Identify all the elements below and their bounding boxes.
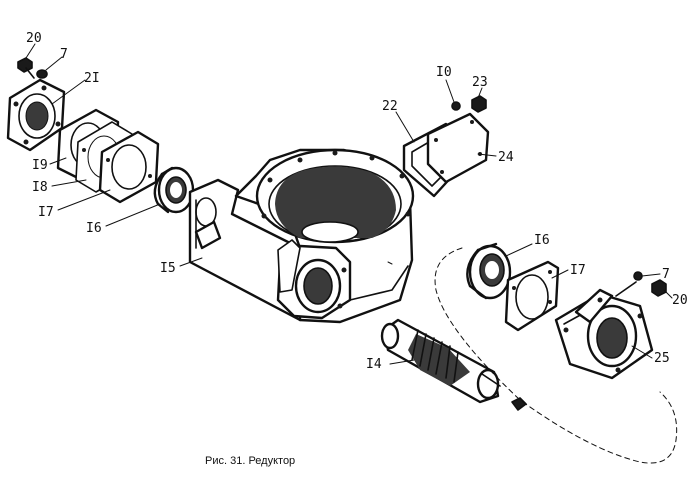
label-17-left: I7 <box>38 205 54 220</box>
part-24-cover-plate <box>426 112 490 184</box>
label-25: 25 <box>654 351 670 366</box>
label-14: I4 <box>366 357 382 372</box>
part-23-bolt <box>471 95 487 113</box>
part-10-washer <box>451 101 461 111</box>
label-18: I8 <box>32 180 48 195</box>
label-7-right: 7 <box>662 267 670 282</box>
label-7-left: 7 <box>60 47 68 62</box>
label-19: I9 <box>32 158 48 173</box>
part-21-end-cover <box>6 78 66 152</box>
part-7-washer-right <box>633 271 643 281</box>
part-14-worm-shaft <box>380 318 527 411</box>
figure-caption: Рис. 31. Редуктор <box>205 455 296 467</box>
part-25-bearing-cover <box>554 288 654 380</box>
assembly-dashed-line <box>434 247 678 464</box>
label-17-right: I7 <box>570 263 586 278</box>
label-15: I5 <box>160 261 176 276</box>
label-16-left: I6 <box>86 221 102 236</box>
label-20-right: 20 <box>672 293 688 308</box>
label-23: 23 <box>472 75 488 90</box>
label-22: 22 <box>382 99 398 114</box>
part-16-bearing-left <box>153 166 195 214</box>
part-7-washer-left <box>36 69 48 79</box>
part-17-gasket-right <box>504 260 560 332</box>
part-15-housing <box>188 148 415 324</box>
part-16-bearing-right <box>466 242 512 300</box>
label-10: I0 <box>436 65 452 80</box>
label-20-left: 20 <box>26 31 42 46</box>
label-16-right: I6 <box>534 233 550 248</box>
label-21: 2I <box>84 71 100 86</box>
part-20-bolt-right <box>615 279 667 297</box>
part-20-bolt-left <box>17 57 35 79</box>
label-24: 24 <box>498 150 514 165</box>
leader-lines <box>25 43 673 365</box>
